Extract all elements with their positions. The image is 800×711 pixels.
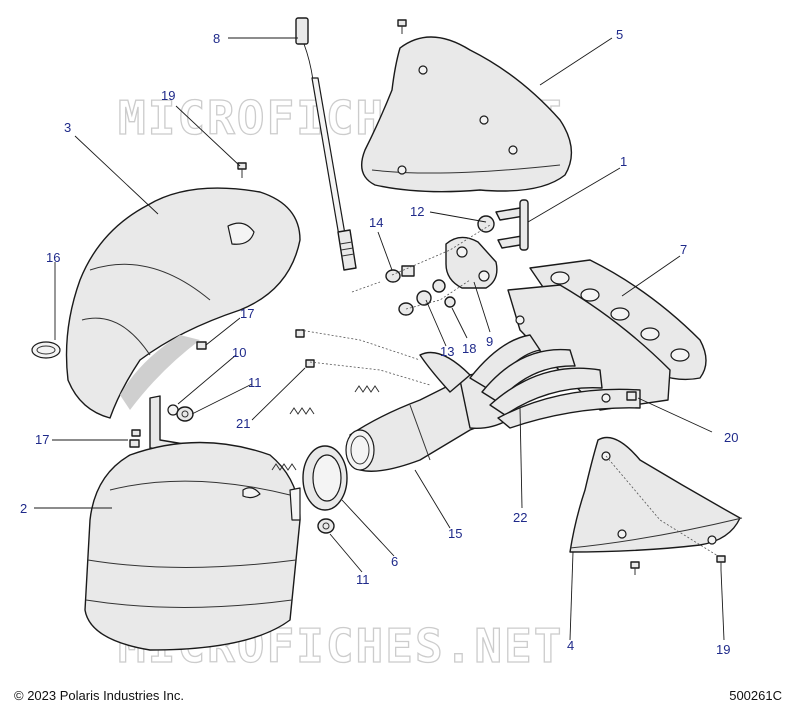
- part-spring-mid: [289, 407, 315, 415]
- callout-12: 12: [410, 204, 424, 219]
- callout-11-upper: 11: [248, 375, 262, 390]
- part-bolt-right-b: [716, 555, 726, 570]
- callout-7: 7: [680, 242, 687, 257]
- part-nut-lower: [317, 518, 335, 534]
- part-clamp: [31, 341, 61, 359]
- part-gasket-ring: [302, 445, 348, 511]
- callout-22: 22: [513, 510, 527, 525]
- callout-1: 1: [620, 154, 627, 169]
- part-fasteners-13-18: [398, 279, 456, 316]
- part-heat-shield-upper: [361, 36, 573, 193]
- callout-20: 20: [724, 430, 738, 445]
- callout-13: 13: [440, 344, 454, 359]
- callout-9: 9: [486, 334, 493, 349]
- callout-10: 10: [232, 345, 246, 360]
- part-spring-upper: [354, 385, 380, 393]
- copyright-text: © 2023 Polaris Industries Inc.: [14, 688, 184, 703]
- callout-19-top: 19: [161, 88, 175, 103]
- callout-17-upper: 17: [240, 306, 254, 321]
- callout-4: 4: [567, 638, 574, 653]
- part-heat-shield-right: [569, 436, 743, 553]
- callout-17-lower: 17: [35, 432, 49, 447]
- part-heat-shield-lower: [84, 441, 301, 651]
- callout-15: 15: [448, 526, 462, 541]
- callout-8: 8: [213, 31, 220, 46]
- callouts: 8 5 19 3 1 12 14 7 16 17 9 18 13 10 11 2…: [20, 27, 738, 657]
- drawing-id: 500261C: [729, 688, 782, 703]
- part-nut-upper: [176, 406, 194, 422]
- part-heat-shield-left: [65, 187, 301, 419]
- callout-14: 14: [369, 215, 383, 230]
- part-bolt-right-a: [630, 561, 640, 575]
- part-studs: [495, 199, 529, 251]
- callout-6: 6: [391, 554, 398, 569]
- part-oxygen-sensor: [295, 17, 357, 271]
- part-nuts-21: [295, 329, 315, 368]
- part-bolt-14: [385, 265, 415, 283]
- callout-2: 2: [20, 501, 27, 516]
- part-nut-12: [477, 215, 495, 233]
- assembly-lines: [299, 224, 719, 557]
- callout-5: 5: [616, 27, 623, 42]
- part-screw-lower: [129, 429, 141, 448]
- callout-11-lower: 11: [356, 572, 370, 587]
- callout-18: 18: [462, 341, 476, 356]
- part-nut-right: [626, 391, 637, 401]
- part-spring-left: [271, 463, 297, 471]
- callout-16: 16: [46, 250, 60, 265]
- callout-19-bottom: 19: [716, 642, 730, 657]
- part-exhaust-manifold: [469, 284, 671, 429]
- part-bolt-top: [397, 19, 407, 34]
- part-flange-plate: [445, 236, 498, 289]
- part-bolt-left: [237, 162, 247, 178]
- part-screw-upper: [196, 341, 207, 350]
- leader-lines: [34, 37, 725, 641]
- callout-3: 3: [64, 120, 71, 135]
- callout-21: 21: [236, 416, 250, 431]
